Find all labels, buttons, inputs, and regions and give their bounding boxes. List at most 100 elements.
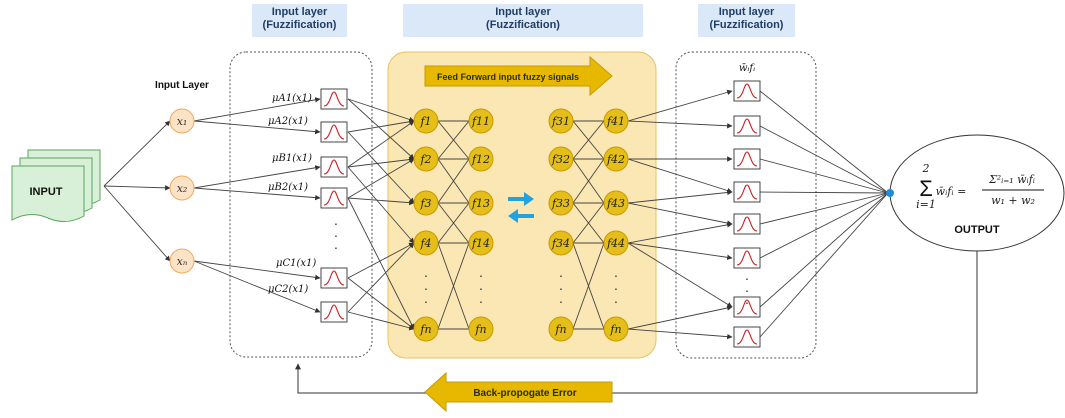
wire — [347, 311, 415, 331]
wire — [437, 202, 470, 244]
layer3-dots-1: · — [745, 270, 750, 286]
wire — [437, 120, 470, 160]
wire — [347, 120, 415, 168]
input-box: INPUT — [11, 149, 101, 222]
wire — [627, 242, 733, 308]
wire — [347, 158, 415, 199]
wire — [347, 119, 415, 133]
mf-label-c1: μC1(x1) — [276, 258, 316, 269]
layer3-mf-box-2 — [733, 148, 761, 170]
wire — [759, 192, 889, 259]
rule-node-col2-0: f11 — [468, 108, 494, 134]
wire — [627, 158, 733, 194]
wire — [347, 98, 415, 123]
wire — [103, 120, 171, 187]
wire — [759, 192, 889, 308]
rule-node-label: f41 — [606, 115, 625, 128]
layer3-dots-2: · — [745, 282, 750, 298]
wire — [193, 187, 321, 201]
layer1-header: Input layer (Fuzzification) — [252, 4, 347, 37]
rule-node-label: fn — [609, 323, 621, 336]
backprop-arrow: Back-propogate Error — [424, 371, 613, 413]
membership-function-boxes — [320, 80, 761, 348]
rule-node-col4-0: f41 — [603, 108, 629, 134]
layer3-mf-box-7 — [733, 326, 761, 348]
rules-dots-c1-3: · — [424, 293, 429, 309]
layer3-mf-box-4 — [733, 213, 761, 235]
wire — [627, 242, 733, 260]
layer2-header: Input layer (Fuzzification) — [403, 4, 643, 37]
sum-top: 2 — [922, 162, 930, 175]
wire — [347, 242, 415, 279]
rules-dots-c2-2: · — [479, 280, 484, 296]
wire — [437, 158, 470, 204]
rule-node-label: f43 — [606, 197, 625, 210]
layer1-header-line2: (Fuzzification) — [262, 19, 337, 31]
wire — [627, 89, 733, 122]
layer1-header-line1: Input layer — [271, 6, 328, 18]
wire — [347, 197, 415, 206]
wire — [759, 192, 889, 338]
wire — [193, 260, 321, 281]
rule-node-label: f13 — [471, 197, 490, 210]
mf-label-b2: μB2(x1) — [268, 182, 308, 193]
layer3-mf-box-6 — [733, 296, 761, 318]
connection-lines — [103, 89, 889, 340]
rule-node-col2-3: f14 — [468, 230, 494, 256]
rule-node-col2-1: f12 — [468, 146, 494, 172]
rule-node-label: f4 — [419, 237, 431, 250]
wire — [572, 158, 605, 204]
rules-dots-c2-1: · — [479, 267, 484, 283]
layer1-mf-box-3 — [320, 187, 348, 209]
sum-bottom: i=1 — [916, 198, 936, 211]
wire — [103, 185, 171, 262]
rule-node-col3-1: f32 — [548, 146, 574, 172]
mf-label-a2: μA2(x1) — [268, 116, 308, 127]
wire — [759, 191, 889, 194]
wire — [572, 202, 605, 244]
output-node: 2 Σ i=1 w̄ᵢfᵢ = Σ²ᵢ₌₁ w̄ᵢfᵢ w₁ + w₂ OUTP… — [886, 134, 1065, 252]
rule-node-label: f12 — [471, 153, 490, 166]
input-layer-title: Input Layer — [155, 80, 209, 91]
output-input-dot — [886, 189, 894, 197]
rules-dots-c2-3: · — [479, 293, 484, 309]
rule-node-label: f33 — [551, 197, 570, 210]
rule-node-col2-4: fn — [468, 316, 494, 342]
rule-node-label: f11 — [471, 115, 490, 128]
bidirectional-arrows-icon — [508, 192, 534, 223]
rules-dots-c3-3: · — [559, 293, 564, 309]
rules-dots-c1-2: · — [424, 280, 429, 296]
layer1-dots-1: · — [334, 215, 339, 231]
wire — [627, 202, 733, 226]
input-node-n: xₙ — [169, 248, 195, 274]
rules-dots-c3-1: · — [559, 267, 564, 283]
wire — [627, 222, 733, 244]
rule-node-col3-4: fn — [548, 316, 574, 342]
formula-rhs-num: Σ²ᵢ₌₁ w̄ᵢfᵢ — [988, 173, 1035, 186]
rule-node-col4-1: f42 — [603, 146, 629, 172]
rule-node-col3-0: f31 — [548, 108, 574, 134]
wire — [193, 120, 321, 135]
input-node-2-label: x₂ — [177, 182, 188, 195]
mf-label-c2: μC2(x1) — [268, 284, 308, 295]
rule-node-label: f44 — [606, 237, 625, 250]
feed-forward-label: Feed Forward input fuzzy signals — [437, 72, 579, 82]
layer3-dots-3: · — [745, 294, 750, 310]
layer1-mf-box-2 — [320, 156, 348, 178]
wire — [347, 166, 415, 244]
rules-dots-c4-3: · — [614, 293, 619, 309]
rule-node-col1-4: fn — [413, 316, 439, 342]
input-node-1: x₁ — [169, 108, 195, 134]
wire — [627, 305, 733, 330]
wire — [572, 120, 605, 160]
wire — [347, 98, 415, 160]
wire — [572, 242, 605, 330]
rule-node-col1-0: f1 — [413, 108, 439, 134]
layer3-mf-box-5 — [733, 247, 761, 269]
input-node-2: x₂ — [169, 175, 195, 201]
layer2-header-line1: Input layer — [495, 6, 551, 18]
rule-node-col4-3: f44 — [603, 230, 629, 256]
formula-lhs: w̄ᵢfᵢ = — [936, 185, 967, 198]
wire — [437, 242, 470, 330]
